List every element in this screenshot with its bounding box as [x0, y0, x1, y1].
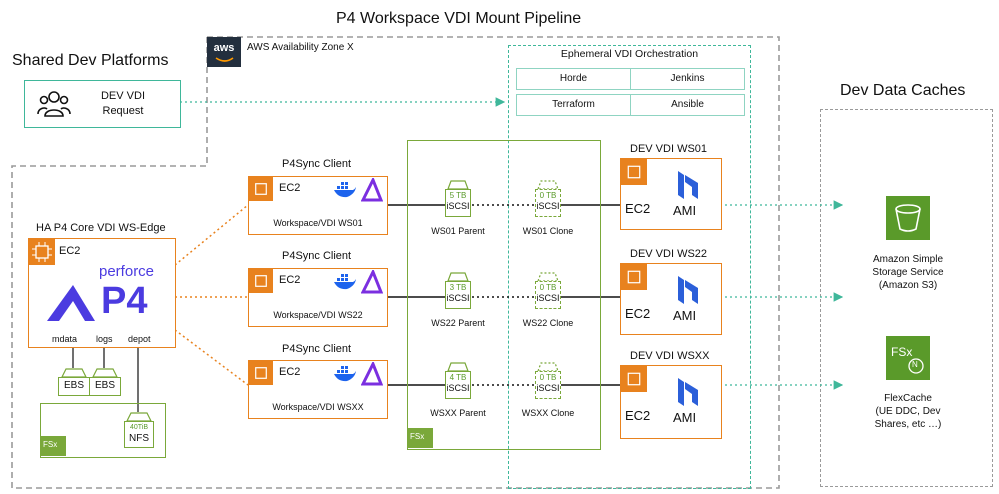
vol-mdata: mdata: [52, 334, 78, 344]
client3-title: P4Sync Client: [282, 343, 352, 355]
perforce-logo-icon: [47, 285, 95, 321]
flex-line3: Shares, etc …): [874, 419, 942, 430]
ec2-chip-icon: [249, 177, 273, 201]
caches-title: Dev Data Caches: [840, 82, 966, 99]
p4-product: P4: [101, 280, 148, 322]
docker-icon: [334, 182, 356, 198]
dev-data-caches-box: [820, 109, 993, 487]
flex-line1: FlexCache: [884, 393, 932, 404]
core-ec2-label: EC2: [59, 245, 81, 257]
perforce-small-icon: [361, 178, 383, 202]
ec2-chip-icon: [249, 361, 273, 385]
nutanix-ami-icon: [678, 171, 698, 199]
client-ec2-label: EC2: [279, 182, 301, 194]
vdi-ami-label: AMI: [673, 410, 697, 425]
request-line2: Request: [102, 105, 144, 117]
vdi-ami-label: AMI: [673, 203, 697, 218]
client-ec2-label: EC2: [279, 274, 301, 286]
ec2-chip-icon: [621, 264, 647, 290]
dev-vdi-ws01[interactable]: EC2 AMI: [620, 158, 722, 230]
nutanix-ami-icon: [678, 378, 698, 406]
client-workspace-label: Workspace/VDI WSXX: [272, 402, 364, 412]
client-workspace-label: Workspace/VDI WS22: [273, 310, 363, 320]
vdi1-title: DEV VDI WS01: [630, 143, 708, 155]
vdi2-title: DEV VDI WS22: [630, 248, 708, 260]
ec2-chip-icon: [621, 159, 647, 185]
aws-zone-label: AWS Availability Zone X: [247, 42, 354, 53]
orchestration-title: Ephemeral VDI Orchestration: [560, 48, 699, 60]
vdi3-title: DEV VDI WSXX: [630, 350, 710, 362]
client1-title: P4Sync Client: [282, 158, 352, 170]
core-title: HA P4 Core VDI WS-Edge: [36, 222, 166, 234]
ephemeral-orchestration-box: [508, 45, 751, 489]
flex-line2: (UE DDC, Dev: [875, 406, 941, 417]
volumes-fsx-group: [407, 140, 601, 450]
client-workspace-label: Workspace/VDI WS01: [273, 218, 363, 228]
vol-logs: logs: [96, 334, 113, 344]
page-title: P4 Workspace VDI Mount Pipeline: [336, 10, 582, 27]
core-to-client3: [174, 329, 249, 386]
volumes-fsx-tag: FSx: [407, 428, 433, 448]
ec2-chip-icon: [29, 239, 55, 265]
ec2-chip-icon: [249, 269, 273, 293]
core-fsx-tag: FSx: [40, 436, 66, 456]
aws-logo: aws: [207, 37, 241, 67]
dev-vdi-wsxx[interactable]: EC2 AMI: [620, 365, 722, 439]
tool-ansible[interactable]: Ansible: [630, 94, 745, 116]
request-line1: DEV VDI: [100, 90, 145, 102]
dev-vdi-ws22[interactable]: EC2 AMI: [620, 263, 722, 335]
docker-icon: [334, 274, 356, 290]
dev-vdi-request-box[interactable]: DEV VDI Request: [24, 80, 181, 128]
s3-line3: (Amazon S3): [878, 280, 938, 291]
nfs-volume: 40TiB NFS: [124, 412, 154, 448]
tool-jenkins[interactable]: Jenkins: [630, 68, 745, 90]
vdi-ec2-label: EC2: [625, 201, 651, 216]
perforce-small-icon: [361, 362, 383, 386]
ebs-volume-1: EBS: [58, 368, 90, 396]
nutanix-ami-icon: [678, 276, 698, 304]
docker-icon: [334, 366, 356, 382]
vdi-ami-label: AMI: [673, 308, 697, 323]
vdi-ec2-label: EC2: [625, 408, 651, 423]
fsx-netapp-icon: FSx N: [886, 336, 930, 380]
core-to-client1: [174, 204, 249, 266]
aws-smile-icon: [215, 57, 234, 62]
s3-bucket-icon: [886, 196, 930, 240]
p4-core-box[interactable]: EC2 perforce P4 mdata logs depot: [28, 238, 176, 348]
shared-platforms-title: Shared Dev Platforms: [12, 52, 169, 69]
ebs-volume-2: EBS: [89, 368, 121, 396]
client-ec2-label: EC2: [279, 366, 301, 378]
core-fsx-group: [40, 403, 166, 458]
ec2-chip-icon: [621, 366, 647, 392]
client2-title: P4Sync Client: [282, 250, 352, 262]
s3-line2: Storage Service: [872, 267, 944, 278]
s3-line1: Amazon Simple: [872, 254, 944, 265]
perforce-small-icon: [361, 270, 383, 294]
users-icon: [37, 91, 71, 117]
vdi-ec2-label: EC2: [625, 306, 651, 321]
perforce-brand: perforce: [99, 263, 155, 280]
vol-depot: depot: [128, 334, 151, 344]
fsx-swirl-icon: [908, 358, 924, 374]
